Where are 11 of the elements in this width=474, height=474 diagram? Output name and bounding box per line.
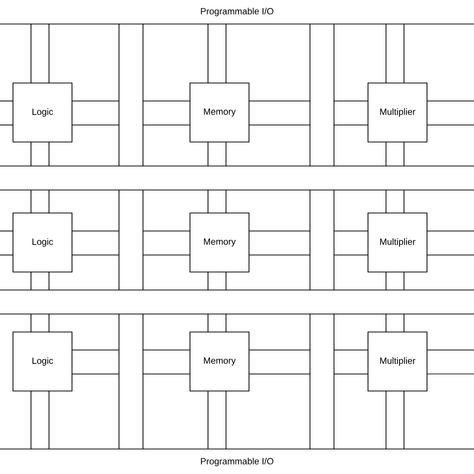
block-box: Logic xyxy=(12,82,72,142)
block-box: Memory xyxy=(190,82,250,142)
block-box: Logic xyxy=(12,332,72,392)
block-box: Memory xyxy=(190,332,250,392)
block-box: Multiplier xyxy=(368,82,428,142)
block-box: Logic xyxy=(12,212,72,272)
io-label: Programmable I/O xyxy=(200,458,274,466)
block-box: Multiplier xyxy=(368,212,428,272)
io-label: Programmable I/O xyxy=(200,8,274,16)
block-box: Multiplier xyxy=(368,332,428,392)
block-box: Memory xyxy=(190,212,250,272)
